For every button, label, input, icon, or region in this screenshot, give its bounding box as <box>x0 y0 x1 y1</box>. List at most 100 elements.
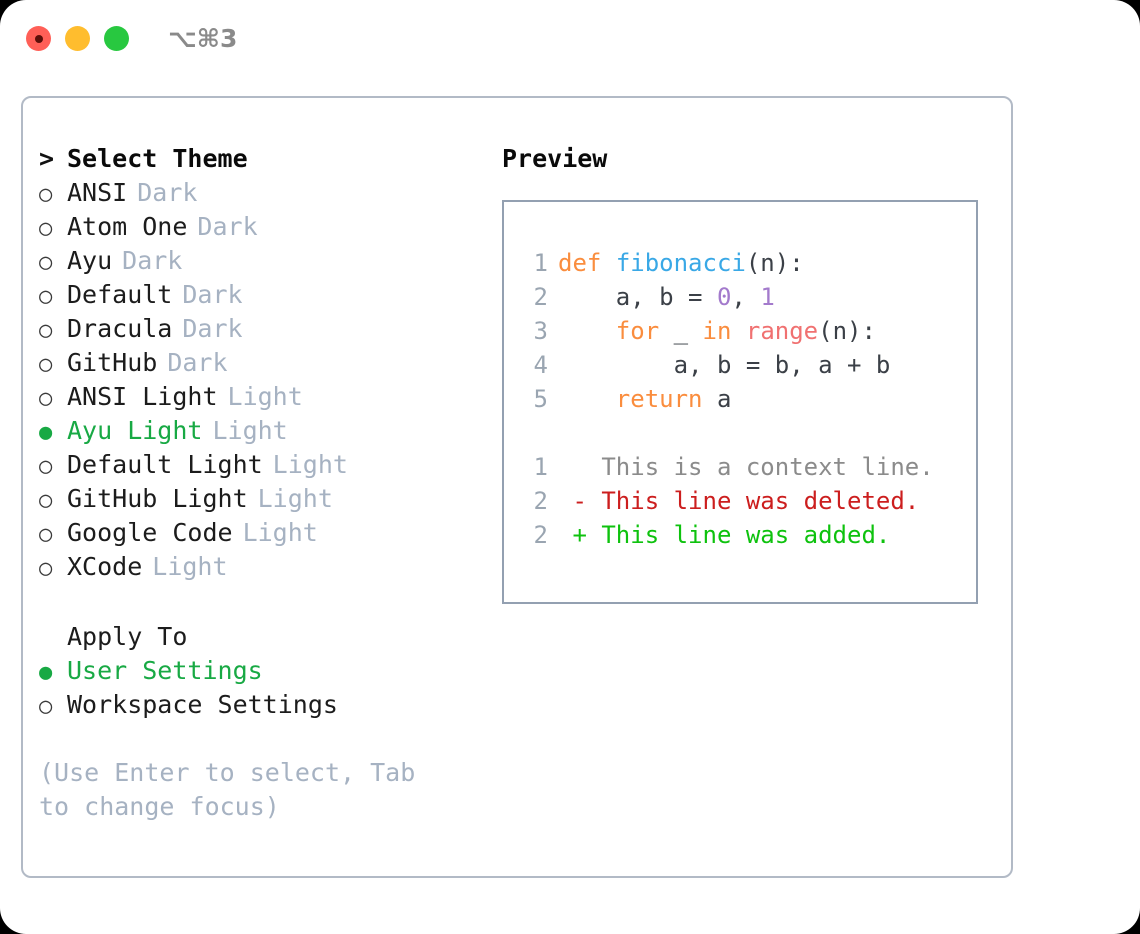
zoom-button-icon[interactable] <box>104 26 129 51</box>
apply-to-section: ○Apply To ●User Settings○Workspace Setti… <box>39 620 489 722</box>
code-line: 5 return a <box>522 382 976 416</box>
code-token: (n): <box>745 249 804 277</box>
close-button-icon[interactable] <box>26 26 51 51</box>
theme-list-item[interactable]: ○ XCode Light <box>39 550 489 584</box>
theme-name-label: GitHub <box>67 348 158 377</box>
title-bar: ⌥⌘3 <box>0 0 1140 78</box>
preview-spacer <box>522 416 976 450</box>
apply-to-header: ○Apply To <box>39 620 489 654</box>
theme-name-label: Default <box>67 280 173 309</box>
code-token: a <box>702 385 732 413</box>
window-controls <box>26 26 129 51</box>
line-number: 5 <box>533 385 548 413</box>
line-number: 2 <box>533 283 548 311</box>
radio-unselected-icon: ○ <box>39 318 53 343</box>
theme-name-label: Ayu Light <box>67 416 203 445</box>
theme-list-item[interactable]: ○ Default Dark <box>39 278 489 312</box>
theme-name-label: Default Light <box>67 450 263 479</box>
radio-unselected-icon: ○ <box>39 250 53 275</box>
code-token: (n): <box>818 317 876 345</box>
radio-unselected-icon: ○ <box>39 556 53 581</box>
theme-name-label: Dracula <box>67 314 173 343</box>
diff-line: 1 This is a context line. <box>522 450 976 484</box>
apply-to-options: ● User Settings ○ Workspace Settings <box>39 654 489 722</box>
theme-list-item[interactable]: ○ GitHub Light Light <box>39 482 489 516</box>
theme-variant-badge: Light <box>272 450 348 479</box>
radio-selected-icon: ● <box>39 660 53 685</box>
theme-variant-badge: Light <box>212 416 288 445</box>
code-token <box>558 317 616 345</box>
code-token: return <box>615 385 703 413</box>
code-token <box>601 249 615 277</box>
diff-line: 2 - This line was deleted. <box>522 484 976 518</box>
radio-unselected-icon: ○ <box>39 182 53 207</box>
apply-to-label: User Settings <box>67 656 263 685</box>
theme-variant-badge: Light <box>152 552 228 581</box>
theme-name-label: ANSI <box>67 178 128 207</box>
theme-variant-badge: Dark <box>182 280 243 309</box>
theme-name-label: Atom One <box>67 212 188 241</box>
theme-name-label: XCode <box>67 552 143 581</box>
apply-to-title: Apply To <box>67 622 188 651</box>
minimize-button-icon[interactable] <box>65 26 90 51</box>
code-token <box>731 317 745 345</box>
theme-variant-badge: Dark <box>137 178 198 207</box>
code-token: a, b = b, a + b <box>558 351 891 379</box>
select-theme-title: Select Theme <box>67 144 248 173</box>
theme-name-label: ANSI Light <box>67 382 218 411</box>
theme-variant-badge: Dark <box>197 212 258 241</box>
line-number: 2 <box>533 521 548 549</box>
radio-unselected-icon: ○ <box>39 216 53 241</box>
theme-list-item[interactable]: ○ Default Light Light <box>39 448 489 482</box>
apply-to-option[interactable]: ○ Workspace Settings <box>39 688 489 722</box>
keyboard-shortcut-label: ⌥⌘3 <box>168 24 238 53</box>
code-line: 4 a, b = b, a + b <box>522 348 976 382</box>
code-token: 0 <box>716 283 732 311</box>
spacer-icon: ○ <box>39 620 67 654</box>
theme-list-item[interactable]: ○ Dracula Dark <box>39 312 489 346</box>
apply-to-option[interactable]: ● User Settings <box>39 654 489 688</box>
diff-sample: 1 This is a context line.2 - This line w… <box>522 450 976 552</box>
preview-heading: Preview <box>502 144 608 173</box>
caret-icon: > <box>39 144 55 173</box>
theme-list-item[interactable]: ○ ANSI Dark <box>39 176 489 210</box>
line-number: 2 <box>533 487 548 515</box>
diff-text: This line was deleted. <box>586 487 920 515</box>
line-number: 1 <box>533 453 548 481</box>
code-token: in <box>702 317 732 345</box>
code-token: 1 <box>760 283 775 311</box>
code-token: a, b = <box>558 283 717 311</box>
theme-variant-badge: Light <box>242 518 318 547</box>
diff-line: 2 + This line was added. <box>522 518 976 552</box>
radio-unselected-icon: ○ <box>39 488 53 513</box>
code-token: for <box>615 317 660 345</box>
theme-name-label: GitHub Light <box>67 484 248 513</box>
code-token: range <box>745 317 819 345</box>
apply-to-label: Workspace Settings <box>67 690 338 719</box>
theme-variant-badge: Dark <box>122 246 183 275</box>
code-token: fibonacci <box>615 249 746 277</box>
theme-variant-badge: Light <box>257 484 333 513</box>
theme-variant-badge: Dark <box>182 314 243 343</box>
diff-text: This is a context line. <box>586 453 934 481</box>
select-theme-header: > Select Theme <box>39 142 489 176</box>
theme-list-item[interactable]: ● Ayu Light Light <box>39 414 489 448</box>
line-number: 3 <box>533 317 548 345</box>
radio-unselected-icon: ○ <box>39 694 53 719</box>
radio-unselected-icon: ○ <box>39 284 53 309</box>
code-token: _ <box>659 317 703 345</box>
radio-selected-icon: ● <box>39 420 53 445</box>
radio-unselected-icon: ○ <box>39 522 53 547</box>
theme-list-item[interactable]: ○ Atom One Dark <box>39 210 489 244</box>
radio-unselected-icon: ○ <box>39 454 53 479</box>
